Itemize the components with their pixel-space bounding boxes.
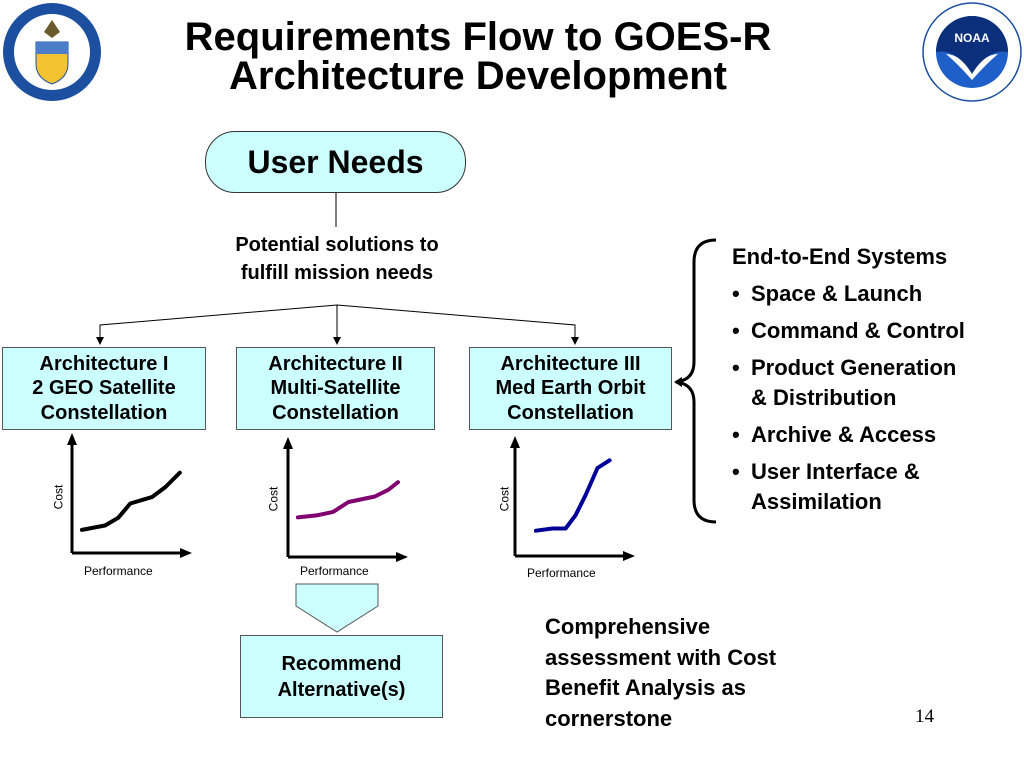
title-line-1: Requirements Flow to GOES-R xyxy=(184,15,772,59)
arch-line: Med Earth Orbit xyxy=(495,377,646,400)
arch-line: Architecture III xyxy=(500,352,641,375)
title-line-2: Architecture Development xyxy=(229,54,727,98)
item-text: Archive & Access xyxy=(751,422,937,447)
bullet: • xyxy=(732,422,740,447)
note-line-2: fulfill mission needs xyxy=(240,262,434,284)
assessment-text: Comprehensive assessment with Cost Benef… xyxy=(545,612,776,734)
list-item: • Command & Control xyxy=(732,316,965,346)
chart-3-y-arrow-icon xyxy=(510,436,520,448)
user-needs-node: User Needs xyxy=(205,131,466,193)
chart-1-ylabel: Cost xyxy=(51,484,66,510)
architecture-1-box: Architecture I 2 GEO Satellite Constella… xyxy=(2,347,206,430)
bullet: • xyxy=(732,281,740,306)
bullet: • xyxy=(732,355,740,380)
item-text: & Distribution xyxy=(751,385,897,410)
arch-line: Constellation xyxy=(40,401,168,424)
chart-2-y-arrow-icon xyxy=(283,437,293,449)
item-text: Assimilation xyxy=(751,489,882,514)
item-text: User Interface & xyxy=(751,459,920,484)
arch-line: Architecture II xyxy=(268,352,403,375)
recommend-box: Recommend Alternative(s) xyxy=(240,635,443,718)
solutions-note: Potential solutions to fulfill mission n… xyxy=(200,231,474,287)
list-item: • Archive & Access xyxy=(732,420,965,450)
chart-1-cost-curve xyxy=(79,470,182,532)
svg-text:NOAA: NOAA xyxy=(954,31,990,45)
end-to-end-list: End-to-End Systems • Space & Launch • Comm… xyxy=(732,242,965,517)
note-line-1: Potential solutions to xyxy=(235,234,439,256)
bullet: • xyxy=(732,459,740,484)
bullet: • xyxy=(732,318,740,343)
arch-line: Constellation xyxy=(272,401,399,424)
chart-2-x-arrow-icon xyxy=(396,552,408,562)
chart-3-x-arrow-icon xyxy=(623,551,635,561)
chart-1-x-arrow-icon xyxy=(180,548,192,558)
arch-line: Constellation xyxy=(507,401,634,424)
list-item: • Product Generation & Distribution xyxy=(732,353,965,413)
architecture-3-box: Architecture III Med Earth Orbit Constel… xyxy=(469,347,672,430)
architecture-2-box: Architecture II Multi-Satellite Constell… xyxy=(236,347,435,430)
page-title: Requirements Flow to GOES-R Architecture… xyxy=(150,15,806,98)
assessment-line: Comprehensive xyxy=(545,614,711,639)
noaa-logo: NOAA xyxy=(922,2,1022,102)
department-of-commerce-seal xyxy=(3,3,101,101)
arch-line: 2 GEO Satellite xyxy=(32,377,176,400)
item-text: Product Generation xyxy=(751,355,957,380)
list-heading: End-to-End Systems xyxy=(732,244,948,269)
chart-2-ylabel: Cost xyxy=(266,486,281,512)
chart-2-cost-curve xyxy=(295,480,400,520)
recommend-line: Alternative(s) xyxy=(277,678,406,701)
page-number: 14 xyxy=(915,706,934,727)
brace-arrow-icon xyxy=(674,377,682,387)
assessment-line: cornerstone xyxy=(545,705,673,731)
item-text: Command & Control xyxy=(751,318,965,343)
arch-line: Multi-Satellite xyxy=(270,377,401,400)
recommend-line: Recommend xyxy=(281,652,402,675)
chart-2-xlabel: Performance xyxy=(300,564,369,578)
arch-line: Architecture I xyxy=(39,352,169,375)
assessment-line: Benefit Analysis as xyxy=(545,675,746,700)
chart-3-ylabel: Cost xyxy=(497,486,512,512)
list-item: • User Interface & Assimilation xyxy=(732,457,965,517)
down-arrow-icon xyxy=(295,583,379,633)
list-item: • Space & Launch xyxy=(732,279,965,309)
chart-1-y-arrow-icon xyxy=(67,433,77,445)
user-needs-label: User Needs xyxy=(247,143,424,180)
assessment-line: assessment with Cost xyxy=(545,644,777,670)
chart-3-xlabel: Performance xyxy=(527,566,596,580)
item-text: Space & Launch xyxy=(751,281,923,306)
chart-1-xlabel: Performance xyxy=(84,564,153,578)
chart-3-cost-curve xyxy=(533,458,612,533)
